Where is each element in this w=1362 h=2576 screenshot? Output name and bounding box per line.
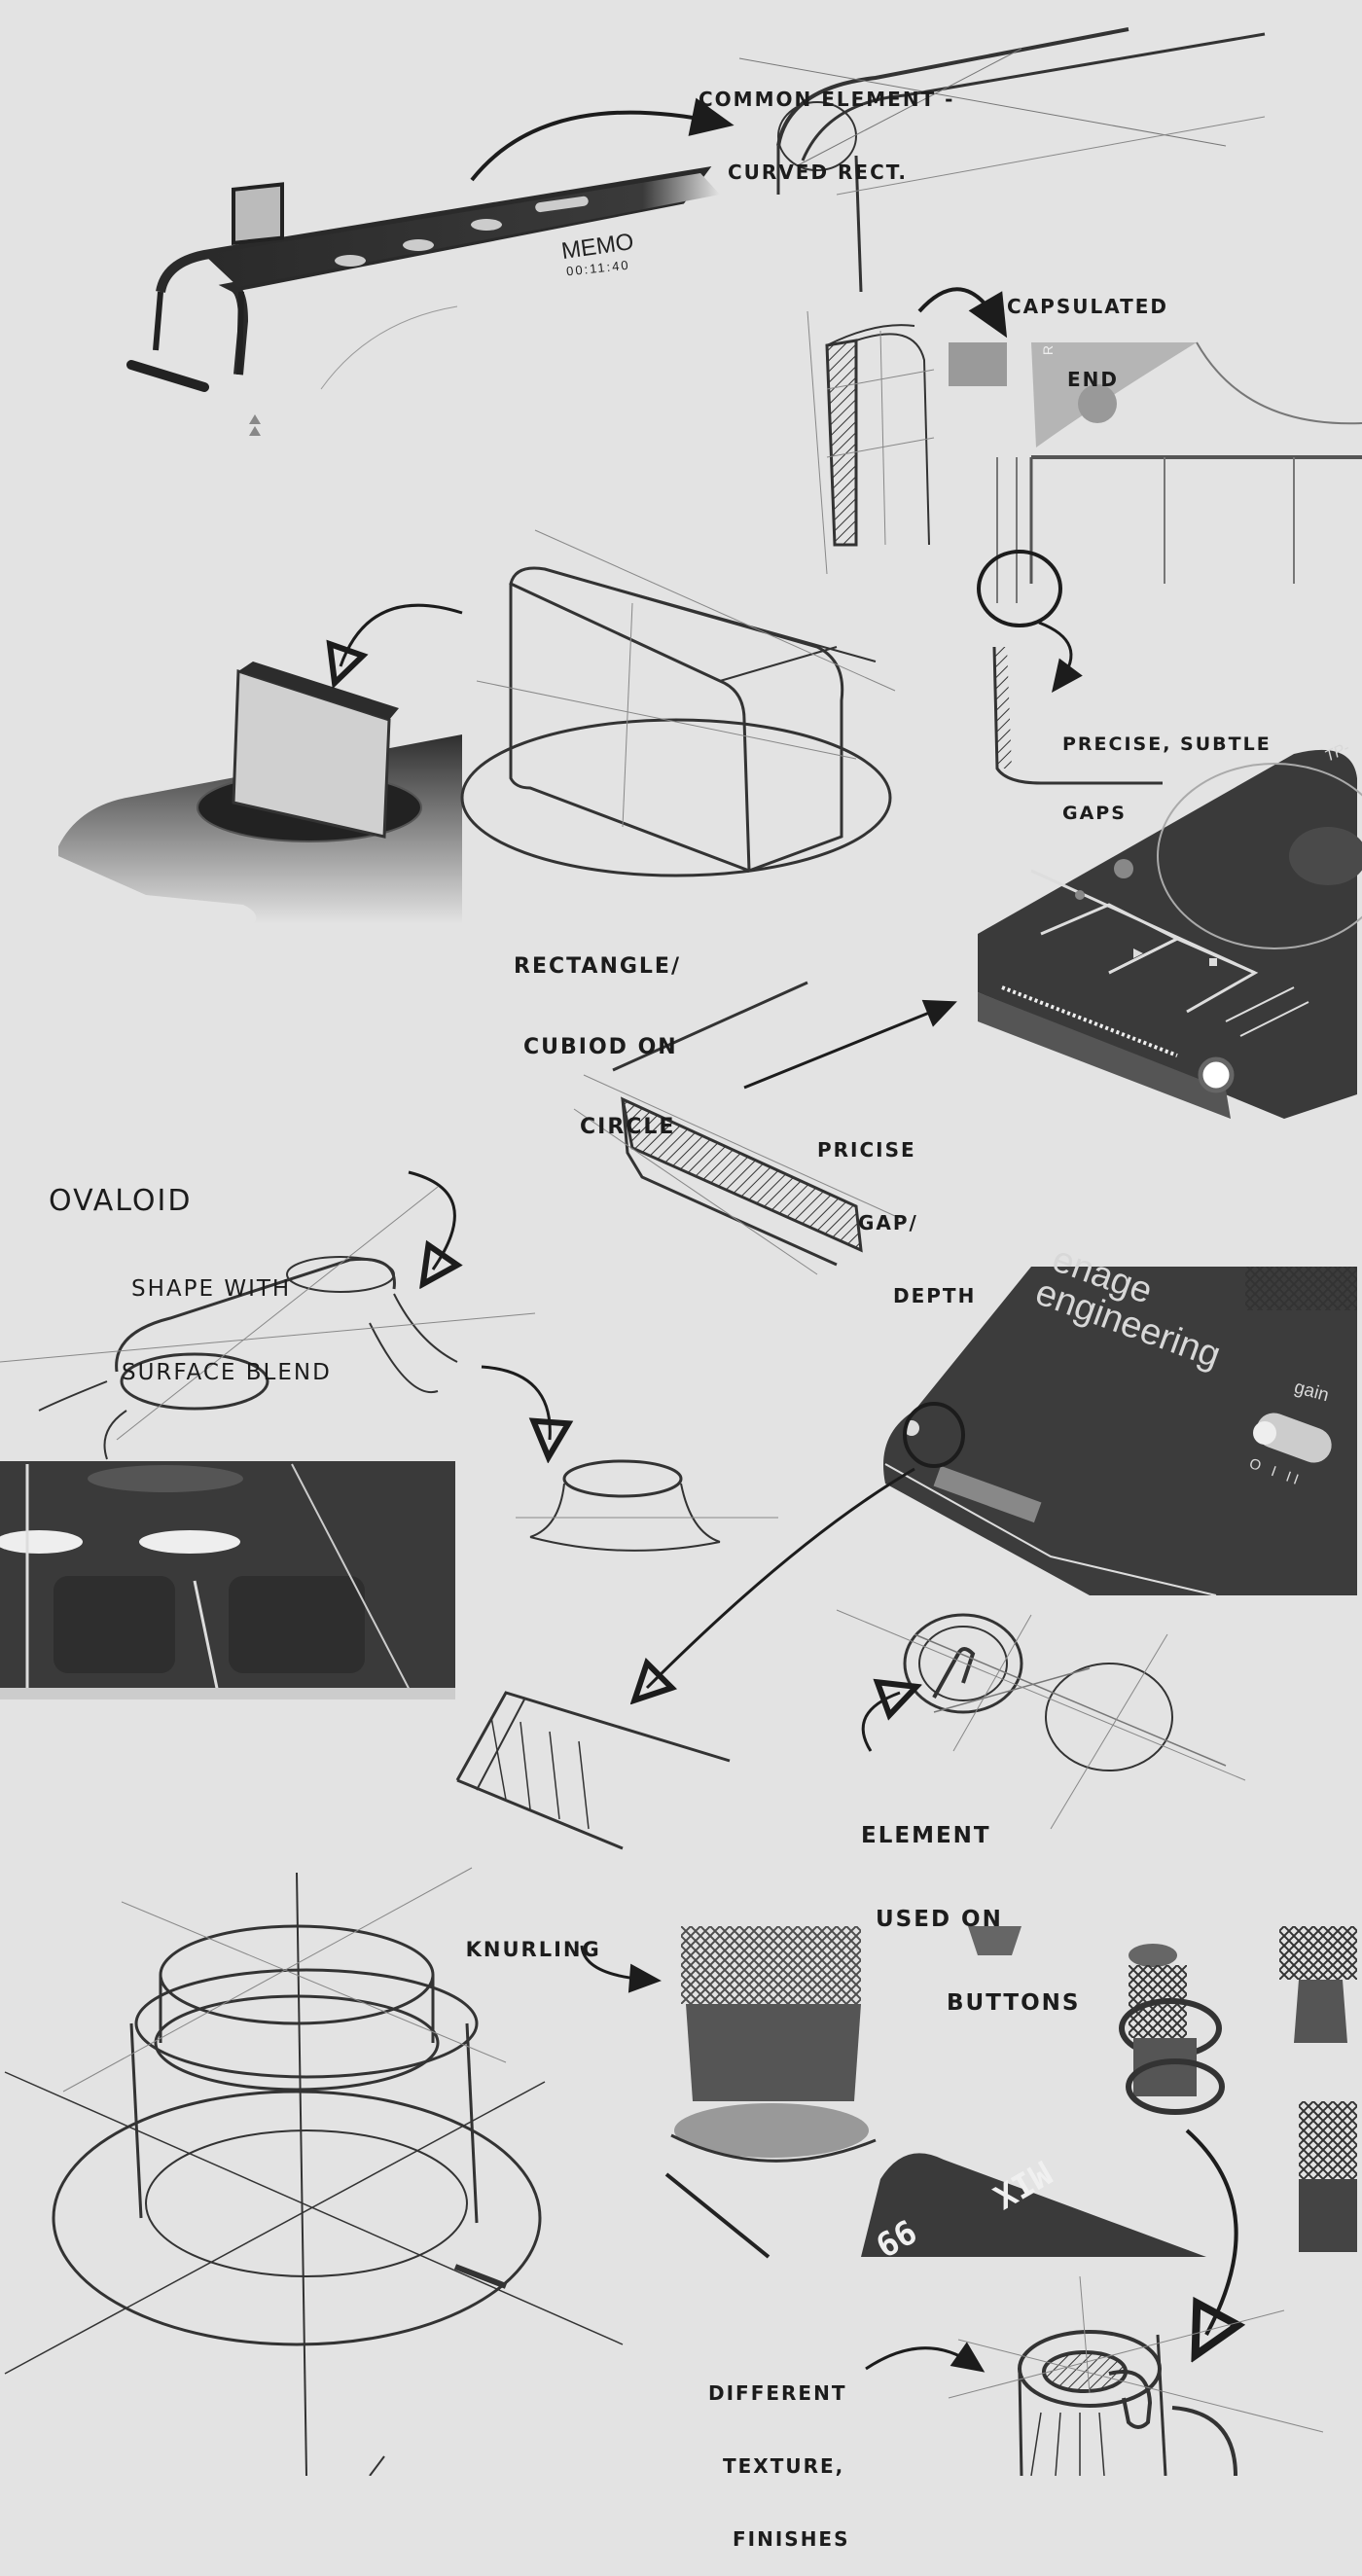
sketch-canvas (0, 27, 1362, 2476)
gap-highlight-circle (977, 550, 1062, 627)
rectangle-on-circle-render (58, 662, 462, 924)
arrow-to-knurling (580, 1945, 662, 1993)
knurled-knobs-render (664, 1926, 1357, 2259)
arrow-to-texture-sketch (1185, 2129, 1237, 2335)
arrow-to-button-element (861, 1693, 900, 1752)
arrow-to-common-element (470, 97, 735, 182)
note-precise-subtle-gaps: PRECISE, SUBTLE GAPS (1062, 733, 1272, 824)
arrow-to-finish-sketch (865, 2342, 986, 2373)
arrow-to-grooved-element (647, 1467, 915, 1688)
note-capsulated-end: CAPSULATED END (1007, 295, 1169, 391)
note-pricise-gap-depth: PRICISE GAP/ DEPTH (817, 1138, 977, 1307)
curved-rect-sketch (738, 27, 1266, 293)
ovaloid-sketch (0, 1186, 536, 1460)
memo-device-render (126, 166, 720, 436)
panel-corner-letter: R (1040, 344, 1057, 356)
note-ovaloid: OVALOID SHAPE WITH SURFACE BLEND (49, 1183, 332, 1385)
grooved-element-sketch (455, 1691, 731, 1850)
capsulated-end-sketch (806, 310, 935, 575)
note-common-element: COMMON ELEMENT - CURVED RECT. (699, 88, 955, 184)
note-knurling: KNURLING (465, 1938, 601, 1962)
arrow-to-capsulated-end (917, 287, 1008, 339)
arrow-to-rectangle-render (340, 603, 463, 666)
gap-detail-sketch (992, 646, 1163, 785)
arrow-to-gaps (1038, 621, 1083, 694)
button-element-sketch (836, 1609, 1246, 1830)
panel-corner-render (949, 341, 1362, 603)
turntable-device-render (978, 749, 1362, 1119)
texture-sketch (948, 2275, 1324, 2476)
gap-depth-sketch (573, 981, 896, 1275)
keypad-render (0, 1461, 455, 1699)
note-rectangle-cuboid: RECTANGLE/ CUBIOD ON CIRCLE (514, 954, 681, 1139)
arrow-to-small-ovaloid (481, 1365, 550, 1440)
gain-switch (1255, 1420, 1333, 1455)
cylinder-sketch (4, 1867, 624, 2476)
button-highlight-circle (903, 1402, 965, 1468)
small-ovaloid-sketch (516, 1459, 778, 1552)
arrow-to-ovaloid (408, 1170, 454, 1270)
arrow-to-turntable (743, 999, 957, 1090)
note-different-texture: DIFFERENT TEXTURE, FINISHES (708, 2381, 850, 2551)
cuboid-on-circle-sketch (460, 529, 896, 877)
note-element-buttons: ELEMENT USED ON BUTTONS (861, 1822, 1081, 2017)
